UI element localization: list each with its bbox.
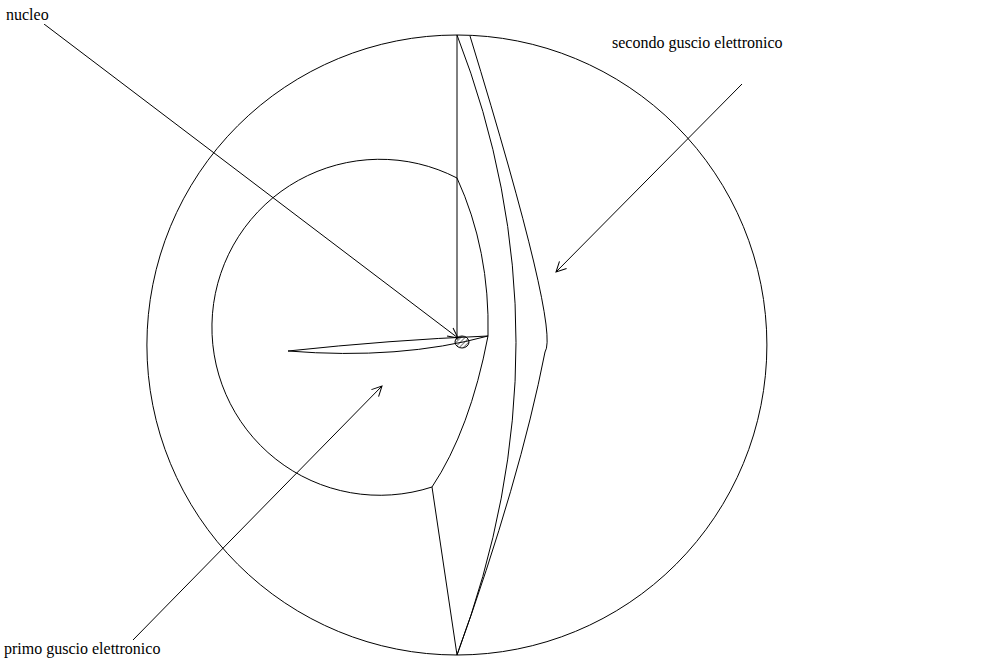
outer-shell-outline	[147, 35, 457, 655]
part-label: secondo guscio elettronico	[610, 34, 785, 52]
part-label: primo guscio elettronico	[2, 640, 162, 658]
part-label: nucleo	[4, 6, 51, 24]
cut-line	[457, 35, 458, 178]
leader-arrow	[44, 24, 458, 338]
cut-edge	[288, 336, 488, 353]
cut-edge	[432, 178, 488, 487]
inner-shell-outline	[212, 159, 457, 495]
outer-shell-outline	[457, 35, 767, 655]
leader-arrow	[556, 84, 742, 272]
cut-line	[432, 487, 457, 655]
cut-edge	[457, 36, 547, 655]
cut-edge	[288, 336, 488, 351]
leader-arrow	[133, 386, 382, 640]
cut-line	[457, 178, 458, 340]
